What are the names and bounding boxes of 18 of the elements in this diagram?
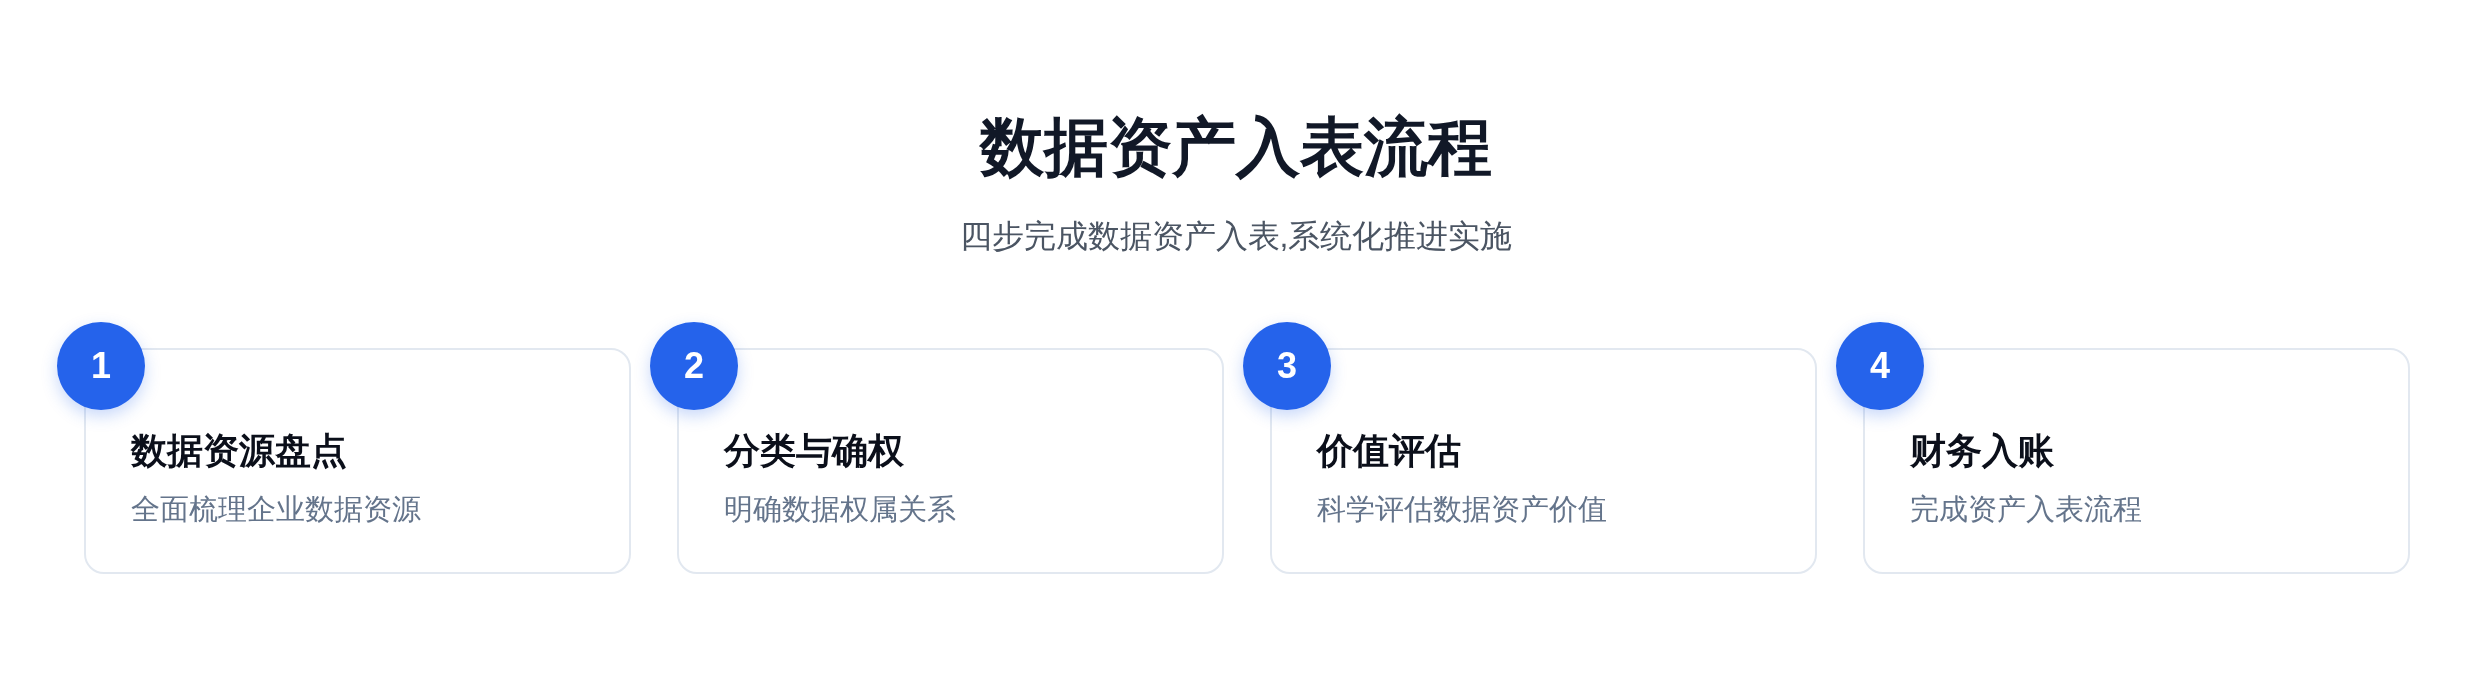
step-card xyxy=(84,348,631,574)
step-description: 全面梳理企业数据资源 xyxy=(131,492,421,527)
subtitle: 四步完成数据资产入表,系统化推进实施 xyxy=(958,217,1514,256)
number-circle: 1 xyxy=(57,322,145,410)
step-card xyxy=(677,348,1224,574)
step-title: 分类与确权 xyxy=(724,429,904,473)
step-card xyxy=(1863,348,2410,574)
number-circle: 4 xyxy=(1836,322,1924,410)
step-card xyxy=(1270,348,1817,574)
step-description: 科学评估数据资产价值 xyxy=(1317,492,1607,527)
step-description: 明确数据权属关系 xyxy=(724,492,956,527)
step-title: 价值评估 xyxy=(1317,429,1461,473)
number-circle: 2 xyxy=(650,322,738,410)
step-description: 完成资产入表流程 xyxy=(1910,492,2142,527)
step-title: 数据资源盘点 xyxy=(131,429,347,473)
diagram-title: 数据资产入表流程 xyxy=(978,110,1493,185)
step-title: 财务入账 xyxy=(1910,429,2054,473)
number-circle: 3 xyxy=(1243,322,1331,410)
